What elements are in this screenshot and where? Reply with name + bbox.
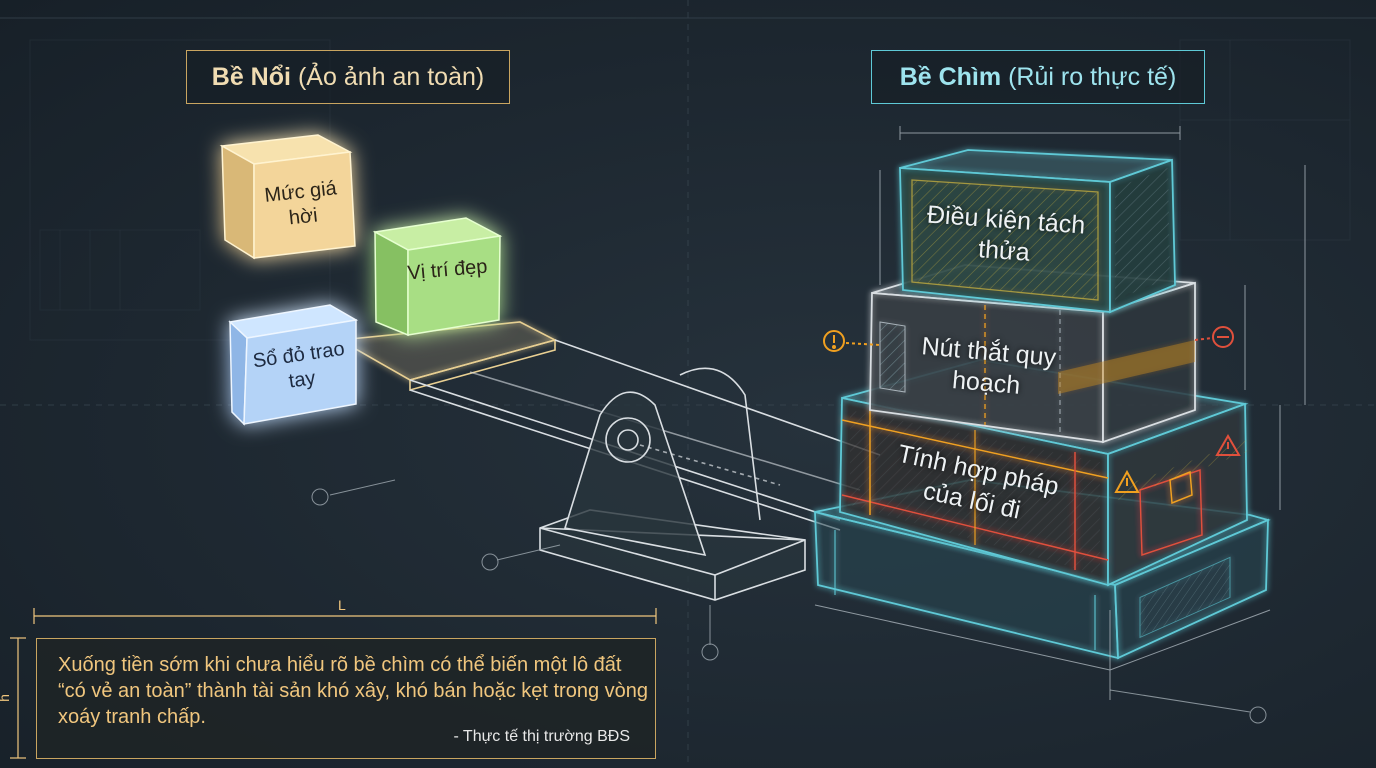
height-dimension <box>10 637 26 759</box>
cube-location <box>372 217 503 337</box>
hidden-label-bold: Bề Chìm <box>899 62 1002 91</box>
structure-top-block <box>899 149 1176 314</box>
height-dimension-label: h <box>0 694 12 702</box>
seesaw-plank <box>337 321 881 531</box>
block-top-label: Điều kiện tách thửa <box>926 200 1087 267</box>
hidden-label-tag: Bề Chìm (Rủi ro thực tế) <box>871 50 1205 104</box>
cube-redbook <box>228 304 359 426</box>
surface-label-tag: Bề Nổi (Ảo ảnh an toàn) <box>186 50 510 104</box>
fulcrum <box>539 367 806 601</box>
surface-label-bold: Bề Nổi <box>211 62 291 91</box>
warning-icon-stop <box>1194 326 1234 348</box>
construction-lines <box>311 479 1267 724</box>
quote-box <box>36 638 656 759</box>
quote-text: Xuống tiền sớm khi chưa hiểu rõ bề chìm … <box>58 654 649 728</box>
hidden-label-subtitle: (Rủi ro thực tế) <box>1008 62 1177 91</box>
quote-source: - Thực tế thị trường BĐS <box>453 728 630 745</box>
warning-icon-triangle-right <box>1215 434 1241 456</box>
length-dimension-label: L <box>338 597 346 613</box>
length-dimension <box>33 608 657 624</box>
cube-price <box>219 134 356 260</box>
warning-icon-info <box>823 330 881 352</box>
structure-dimensions <box>814 126 1306 700</box>
surface-label-subtitle: (Ảo ảnh an toàn) <box>297 62 485 91</box>
warning-icon-triangle-left <box>1114 469 1140 493</box>
cube-price-label: Mức giá hời <box>263 177 338 230</box>
